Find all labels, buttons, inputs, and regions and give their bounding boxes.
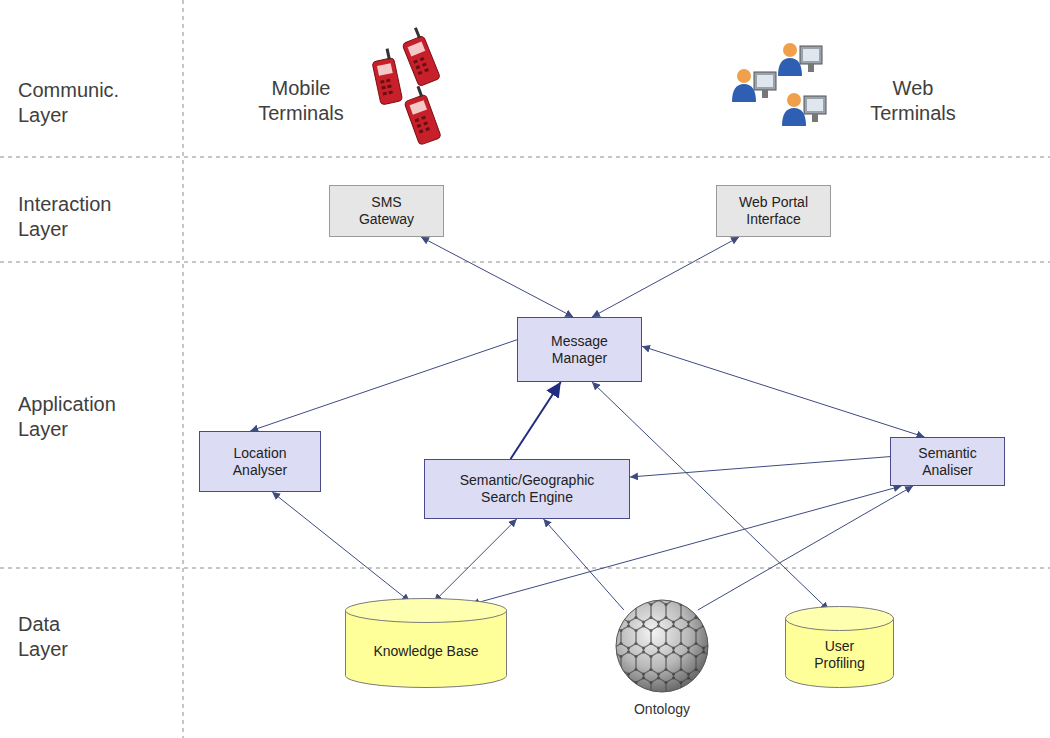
node-text: Location Analyser [221, 445, 299, 479]
layer-label: Interaction Layer [18, 192, 138, 242]
database-cylinder: User Profiling [785, 606, 894, 688]
connector [630, 457, 890, 477]
node-text: Ontology [634, 701, 690, 718]
connector [698, 486, 913, 610]
interface-box: Web Portal Interface [716, 185, 831, 237]
node-text: Message Manager [544, 333, 616, 367]
node-text: Semantic/Geographic Search Engine [452, 472, 602, 506]
connector [511, 382, 561, 459]
interface-box: SMS Gateway [329, 185, 444, 237]
user-icons [732, 43, 826, 126]
component-box: Semantic Analiser [890, 437, 1005, 486]
node-text: Knowledge Base [373, 643, 478, 660]
component-box: Semantic/Geographic Search Engine [424, 459, 630, 519]
connector [421, 237, 573, 317]
node-text: User Profiling [809, 638, 871, 672]
phone-icons [370, 26, 441, 145]
database-cylinder: Knowledge Base [345, 598, 507, 688]
connector [592, 237, 739, 317]
group-label: Web Terminals [858, 76, 968, 126]
layer-label: Data Layer [18, 612, 98, 662]
connector [272, 492, 410, 602]
ontology-ball [606, 598, 718, 698]
connector [250, 340, 517, 431]
node-text: Semantic Analiser [909, 445, 987, 479]
group-label: Mobile Terminals [246, 76, 356, 126]
connector [642, 346, 925, 437]
connector [434, 519, 517, 602]
ontology-node: Ontology [606, 598, 718, 718]
connector [543, 519, 623, 610]
node-text: Web Portal Interface [734, 194, 814, 228]
component-box: Message Manager [517, 317, 642, 382]
layer-label: Communic. Layer [18, 78, 138, 128]
layer-label: Application Layer [18, 392, 138, 442]
component-box: Location Analyser [199, 431, 321, 492]
node-text: SMS Gateway [357, 194, 417, 228]
